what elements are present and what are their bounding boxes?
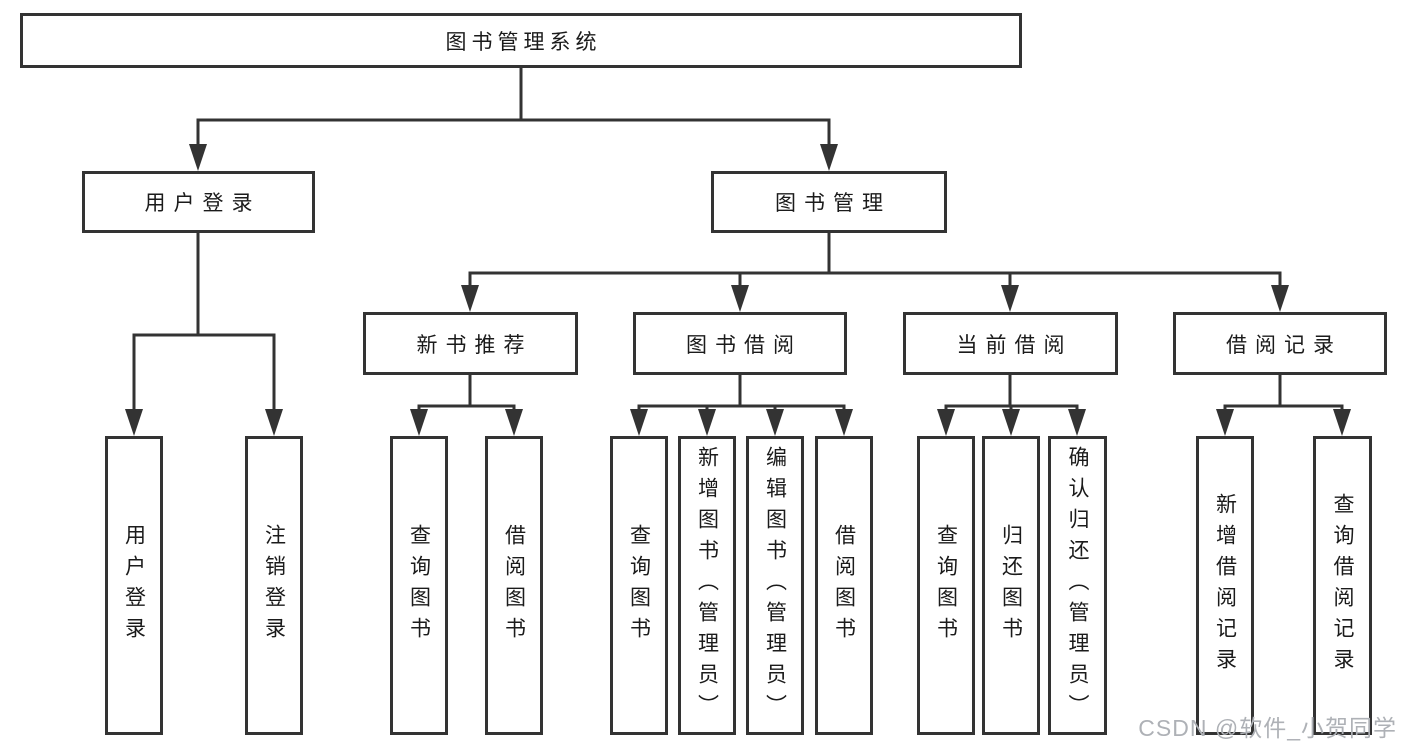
arrowhead-icon bbox=[698, 409, 716, 436]
node-book-management: 图书管理 bbox=[711, 171, 947, 233]
node-new-book-recommend: 新书推荐 bbox=[363, 312, 578, 375]
leaf-recommend-borrow-books: 借阅图书 bbox=[485, 436, 543, 735]
arrowhead-icon bbox=[461, 285, 479, 312]
arrowhead-icon bbox=[731, 285, 749, 312]
arrowhead-icon bbox=[937, 409, 955, 436]
leaf-add-borrow-record: 新增借阅记录 bbox=[1196, 436, 1254, 735]
node-current-borrow-label: 当前借阅 bbox=[956, 333, 1073, 357]
leaf-user-login-label: 用户登录 bbox=[122, 523, 146, 648]
leaf-borrow-books-label: 借阅图书 bbox=[832, 523, 856, 648]
node-borrow-records: 借阅记录 bbox=[1173, 312, 1387, 375]
arrowhead-icon bbox=[1333, 409, 1351, 436]
leaf-query-borrow-record: 查询借阅记录 bbox=[1313, 436, 1372, 735]
leaf-query-borrow-record-label: 查询借阅记录 bbox=[1331, 492, 1354, 679]
node-user-login-label: 用户登录 bbox=[144, 192, 261, 215]
connector-user-login bbox=[125, 231, 283, 436]
connector-borrow-records bbox=[1216, 373, 1351, 436]
connector-new-book-recommend bbox=[410, 373, 523, 436]
arrowhead-icon bbox=[189, 144, 207, 171]
leaf-borrow-books: 借阅图书 bbox=[815, 436, 873, 735]
arrowhead-icon bbox=[265, 409, 283, 436]
node-borrow-records-label: 借阅记录 bbox=[1226, 333, 1342, 357]
leaf-return-books-label: 归还图书 bbox=[999, 523, 1023, 648]
connector-current-borrow bbox=[937, 373, 1086, 436]
arrowhead-icon bbox=[125, 409, 143, 436]
arrowhead-icon bbox=[505, 409, 523, 436]
leaf-return-books: 归还图书 bbox=[982, 436, 1040, 735]
node-book-borrow-label: 图书借阅 bbox=[686, 333, 802, 357]
leaf-recommend-query-books: 查询图书 bbox=[390, 436, 448, 735]
leaf-add-borrow-record-label: 新增借阅记录 bbox=[1213, 492, 1237, 679]
node-root: 图书管理系统 bbox=[20, 13, 1022, 68]
connector-root bbox=[189, 66, 838, 171]
leaf-confirm-return-admin: 确认归还（管理员） bbox=[1048, 436, 1107, 735]
leaf-logout: 注销登录 bbox=[245, 436, 303, 735]
leaf-borrow-query-books-label: 查询图书 bbox=[627, 523, 651, 648]
arrowhead-icon bbox=[1271, 285, 1289, 312]
connector-book-borrow bbox=[630, 373, 853, 436]
node-current-borrow: 当前借阅 bbox=[903, 312, 1118, 375]
leaf-add-books-admin: 新增图书（管理员） bbox=[678, 436, 736, 735]
node-book-borrow: 图书借阅 bbox=[633, 312, 847, 375]
leaf-edit-books-admin-label: 编辑图书（管理员） bbox=[763, 446, 787, 725]
leaf-confirm-return-admin-label: 确认归还（管理员） bbox=[1066, 446, 1089, 725]
leaf-add-books-admin-label: 新增图书（管理员） bbox=[695, 446, 719, 725]
leaf-borrow-query-books: 查询图书 bbox=[610, 436, 668, 735]
arrowhead-icon bbox=[630, 409, 648, 436]
leaf-current-query-books: 查询图书 bbox=[917, 436, 975, 735]
node-new-book-recommend-label: 新书推荐 bbox=[416, 333, 533, 357]
arrowhead-icon bbox=[766, 409, 784, 436]
connector-book-management bbox=[461, 231, 1289, 312]
leaf-user-login: 用户登录 bbox=[105, 436, 163, 735]
leaf-recommend-borrow-books-label: 借阅图书 bbox=[502, 523, 526, 648]
leaf-recommend-query-books-label: 查询图书 bbox=[407, 523, 431, 648]
arrowhead-icon bbox=[1068, 409, 1086, 436]
leaf-logout-label: 注销登录 bbox=[262, 523, 286, 648]
arrowhead-icon bbox=[410, 409, 428, 436]
arrowhead-icon bbox=[835, 409, 853, 436]
node-book-management-label: 图书管理 bbox=[775, 192, 891, 215]
leaf-current-query-books-label: 查询图书 bbox=[934, 523, 958, 648]
node-user-login: 用户登录 bbox=[82, 171, 315, 233]
arrowhead-icon bbox=[1216, 409, 1234, 436]
arrowhead-icon bbox=[820, 144, 838, 171]
csdn-watermark: CSDN @软件_小贺同学 bbox=[1138, 715, 1397, 741]
arrowhead-icon bbox=[1002, 409, 1020, 436]
leaf-edit-books-admin: 编辑图书（管理员） bbox=[746, 436, 804, 735]
arrowhead-icon bbox=[1001, 285, 1019, 312]
node-root-label: 图书管理系统 bbox=[445, 30, 602, 54]
